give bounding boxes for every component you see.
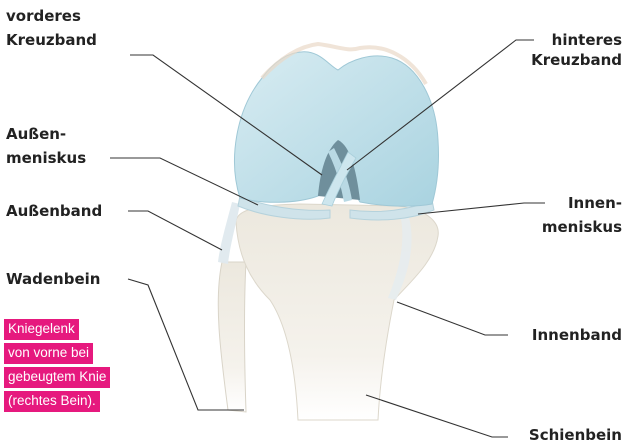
figure-caption: Kniegelenk von vorne bei gebeugtem Knie … — [4, 319, 110, 415]
label-hinteres-kreuzband-line2: Kreuzband — [531, 50, 622, 70]
label-schienbein: Schienbein — [529, 425, 622, 445]
leader-innenmeniskus — [418, 203, 545, 214]
caption-line-3: gebeugtem Knie — [4, 367, 110, 388]
label-innenmeniskus: Innen- meniskus — [542, 193, 622, 237]
label-innenmeniskus-line1: Innen- — [542, 193, 622, 213]
label-hinteres-kreuzband: hinteres Kreuzband — [531, 30, 622, 70]
label-innenband: Innenband — [532, 325, 622, 345]
leader-schienbein — [366, 395, 508, 437]
label-wadenbein: Wadenbein — [6, 269, 100, 289]
fibula-bone — [218, 262, 246, 412]
leader-aussenband — [128, 211, 222, 250]
caption-line-4: (rechtes Bein). — [4, 391, 100, 412]
caption-line-2: von vorne bei — [4, 343, 93, 364]
caption-line-1: Kniegelenk — [4, 319, 79, 340]
label-hinteres-kreuzband-line1: hinteres — [531, 30, 622, 50]
label-aussenmeniskus-line1: Außen- — [6, 124, 86, 144]
label-vorderes-kreuzband-line1: vorderes — [6, 6, 97, 26]
label-aussenmeniskus-line2: meniskus — [6, 148, 86, 168]
leader-innenband — [397, 302, 508, 335]
label-vorderes-kreuzband: vorderes Kreuzband — [6, 6, 97, 50]
label-aussenmeniskus: Außen- meniskus — [6, 124, 86, 168]
label-aussenband: Außenband — [6, 201, 102, 221]
label-vorderes-kreuzband-line2: Kreuzband — [6, 30, 97, 50]
label-innenmeniskus-line2: meniskus — [542, 217, 622, 237]
